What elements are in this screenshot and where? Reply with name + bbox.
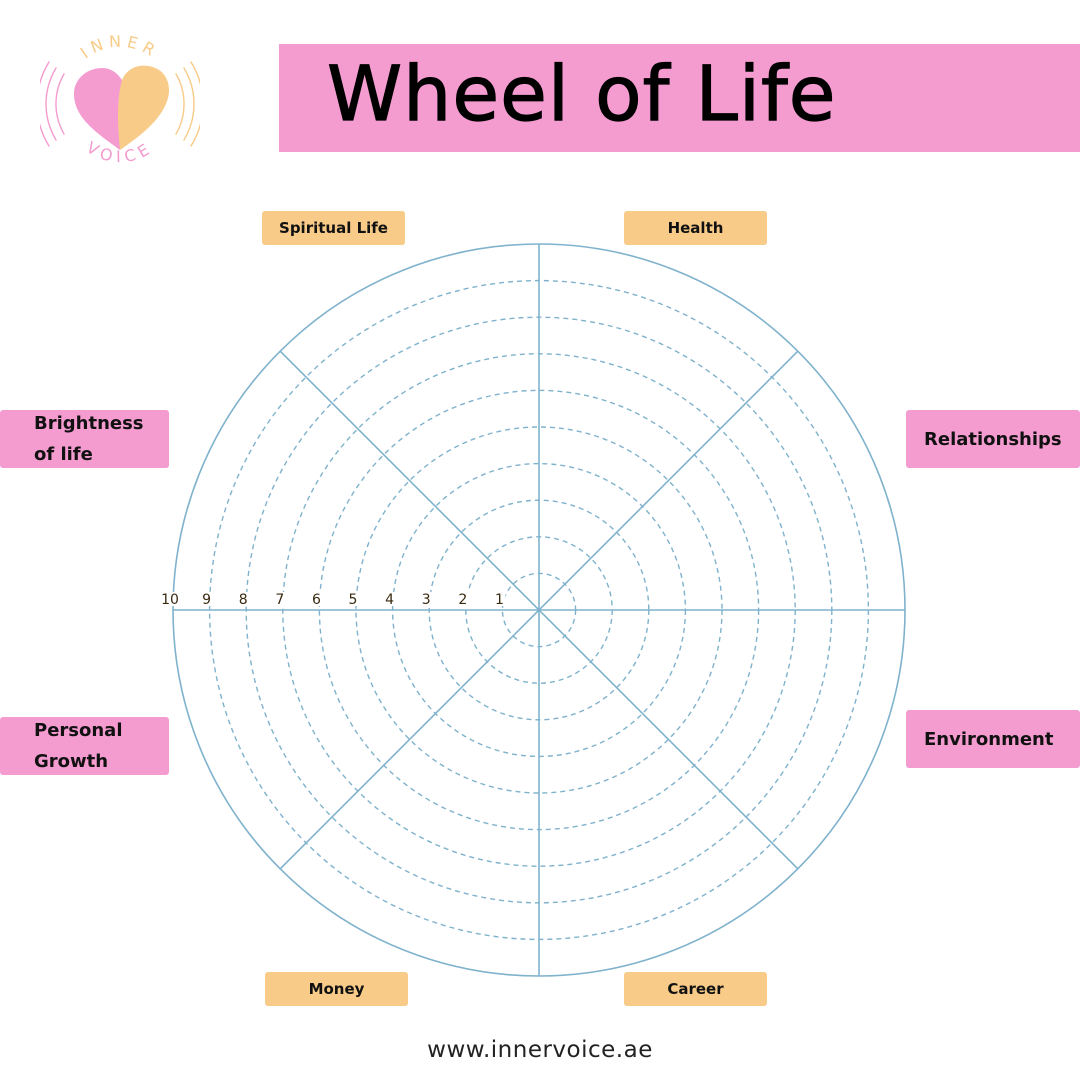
label-brightness-line2: of life [34,444,93,465]
scale-label-7: 7 [275,592,284,608]
label-personal-growth: Personal Growth [0,717,169,775]
scale-label-3: 3 [422,592,431,608]
scale-label-bg [456,592,469,606]
label-environment: Environment [906,710,1080,768]
segment-divider-4 [279,350,799,870]
label-relationships-text: Relationships [924,428,1062,450]
scale-label-bg [383,592,396,606]
scale-label-6: 6 [312,592,321,608]
scale-label-bg [420,592,433,606]
page-title: Wheel of Life [326,49,837,138]
website-url[interactable]: www.innervoice.ae [427,1037,653,1063]
scale-label-2: 2 [458,592,467,608]
scale-label-bg [237,592,250,606]
scale-label-bg [160,592,180,606]
scale-label-5: 5 [349,592,358,608]
scale-label-1: 1 [495,592,504,608]
label-money-text: Money [308,980,365,998]
label-spiritual-life: Spiritual Life [262,211,405,245]
label-brightness-of-life: Brightness of life [0,410,169,468]
heart-left-icon [74,68,122,150]
scale-label-bg [310,592,323,606]
label-relationships: Relationships [906,410,1080,468]
scale-label-4: 4 [385,592,394,608]
scale-label-bg [493,592,506,606]
label-health-text: Health [667,219,724,237]
label-spiritual-life-text: Spiritual Life [279,219,388,237]
heart-right-icon [118,65,170,150]
label-environment-text: Environment [924,728,1054,750]
scale-label-bg [347,592,359,606]
label-health: Health [624,211,767,245]
scale-label-bg [200,592,213,606]
label-career: Career [624,972,767,1006]
scale-label-8: 8 [239,592,248,608]
label-money: Money [265,972,408,1006]
inner-voice-logo: INNER VOICE [40,32,200,167]
scale-label-bg [273,592,286,606]
label-career-text: Career [667,980,724,998]
label-personal-growth-line2: Growth [34,751,109,772]
label-personal-growth-line1: Personal [34,720,123,741]
title-banner: Wheel of Life [279,44,1080,152]
scale-label-9: 9 [202,592,211,608]
label-brightness-line1: Brightness [34,413,144,434]
scale-label-10: 10 [161,592,179,608]
